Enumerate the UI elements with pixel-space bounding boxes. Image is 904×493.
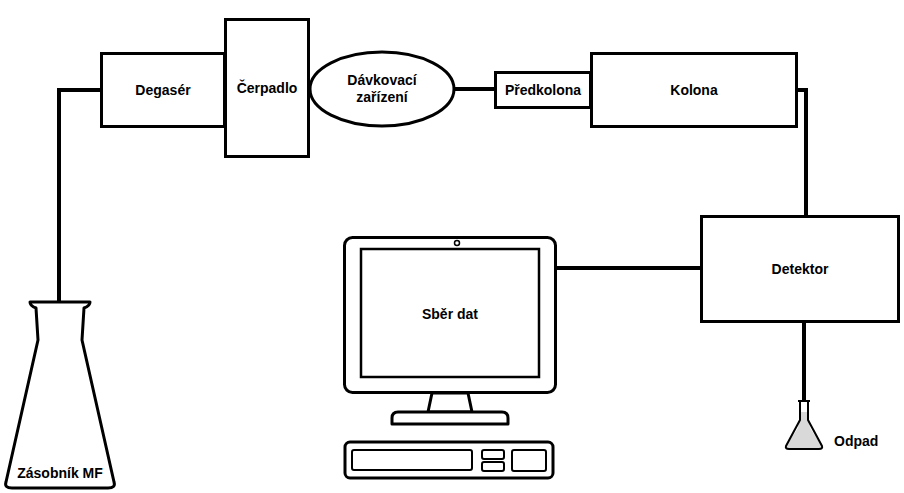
- node-content: Dávkovací zařízení: [330, 58, 434, 120]
- keyboard-keys: [352, 450, 472, 470]
- keyboard-keys: [512, 450, 546, 471]
- node-label: Sběr dat: [422, 306, 478, 323]
- node-content: Zásobník MF: [14, 438, 106, 482]
- node-label: Odpad: [834, 433, 878, 450]
- waste-liquid: [786, 412, 822, 449]
- monitor-screen: Sběr dat: [343, 236, 557, 394]
- keyboard-keys: [482, 450, 504, 459]
- node-label: Předkolona: [505, 82, 581, 99]
- injector-ellipse: Dávkovací zařízení: [308, 50, 456, 128]
- reservoir-flask: Zásobník MF: [0, 298, 120, 490]
- node-content: Sběr dat: [365, 252, 535, 376]
- monitor-base: [392, 412, 508, 424]
- node-label: Zásobník MF: [17, 465, 103, 482]
- node-label: Detektor: [772, 261, 829, 278]
- flask-outline: [6, 302, 115, 488]
- tubing-line: [59, 90, 100, 304]
- column-box: Kolona: [590, 52, 798, 128]
- monitor-stand: [428, 393, 472, 412]
- node-content: Detektor: [709, 222, 891, 316]
- ellipse-outline: [310, 52, 454, 126]
- monitor-frame: [345, 238, 556, 393]
- keyboard: [345, 442, 553, 478]
- flask-outline: [786, 401, 822, 449]
- camera-dot: [455, 241, 460, 246]
- shape-outline: [0, 298, 120, 490]
- waste-flask: Odpad: [778, 398, 890, 452]
- node-content: Odpad: [834, 404, 890, 450]
- node-label: Kolona: [670, 82, 717, 99]
- process-box: Čerpadlo: [224, 18, 310, 158]
- keyboard-keys: [482, 462, 504, 471]
- node-content: Čerpadlo: [231, 25, 303, 151]
- precolumn-box: Předkolona: [494, 71, 592, 109]
- tubing-line: [454, 87, 494, 91]
- detector-box: Detektor: [700, 215, 900, 323]
- monitor-display: [361, 249, 539, 377]
- node-content: Degasér: [109, 59, 217, 121]
- tubing-line: [798, 90, 806, 215]
- node-content: Kolona: [599, 59, 789, 121]
- tubing-line: [557, 266, 700, 270]
- node-content: Předkolona: [501, 76, 585, 104]
- process-box: Degasér: [100, 52, 226, 128]
- node-label: Dávkovací zařízení: [330, 72, 434, 106]
- node-label: Čerpadlo: [237, 80, 298, 97]
- node-label: Degasér: [135, 82, 190, 99]
- tubing-line: [802, 323, 806, 401]
